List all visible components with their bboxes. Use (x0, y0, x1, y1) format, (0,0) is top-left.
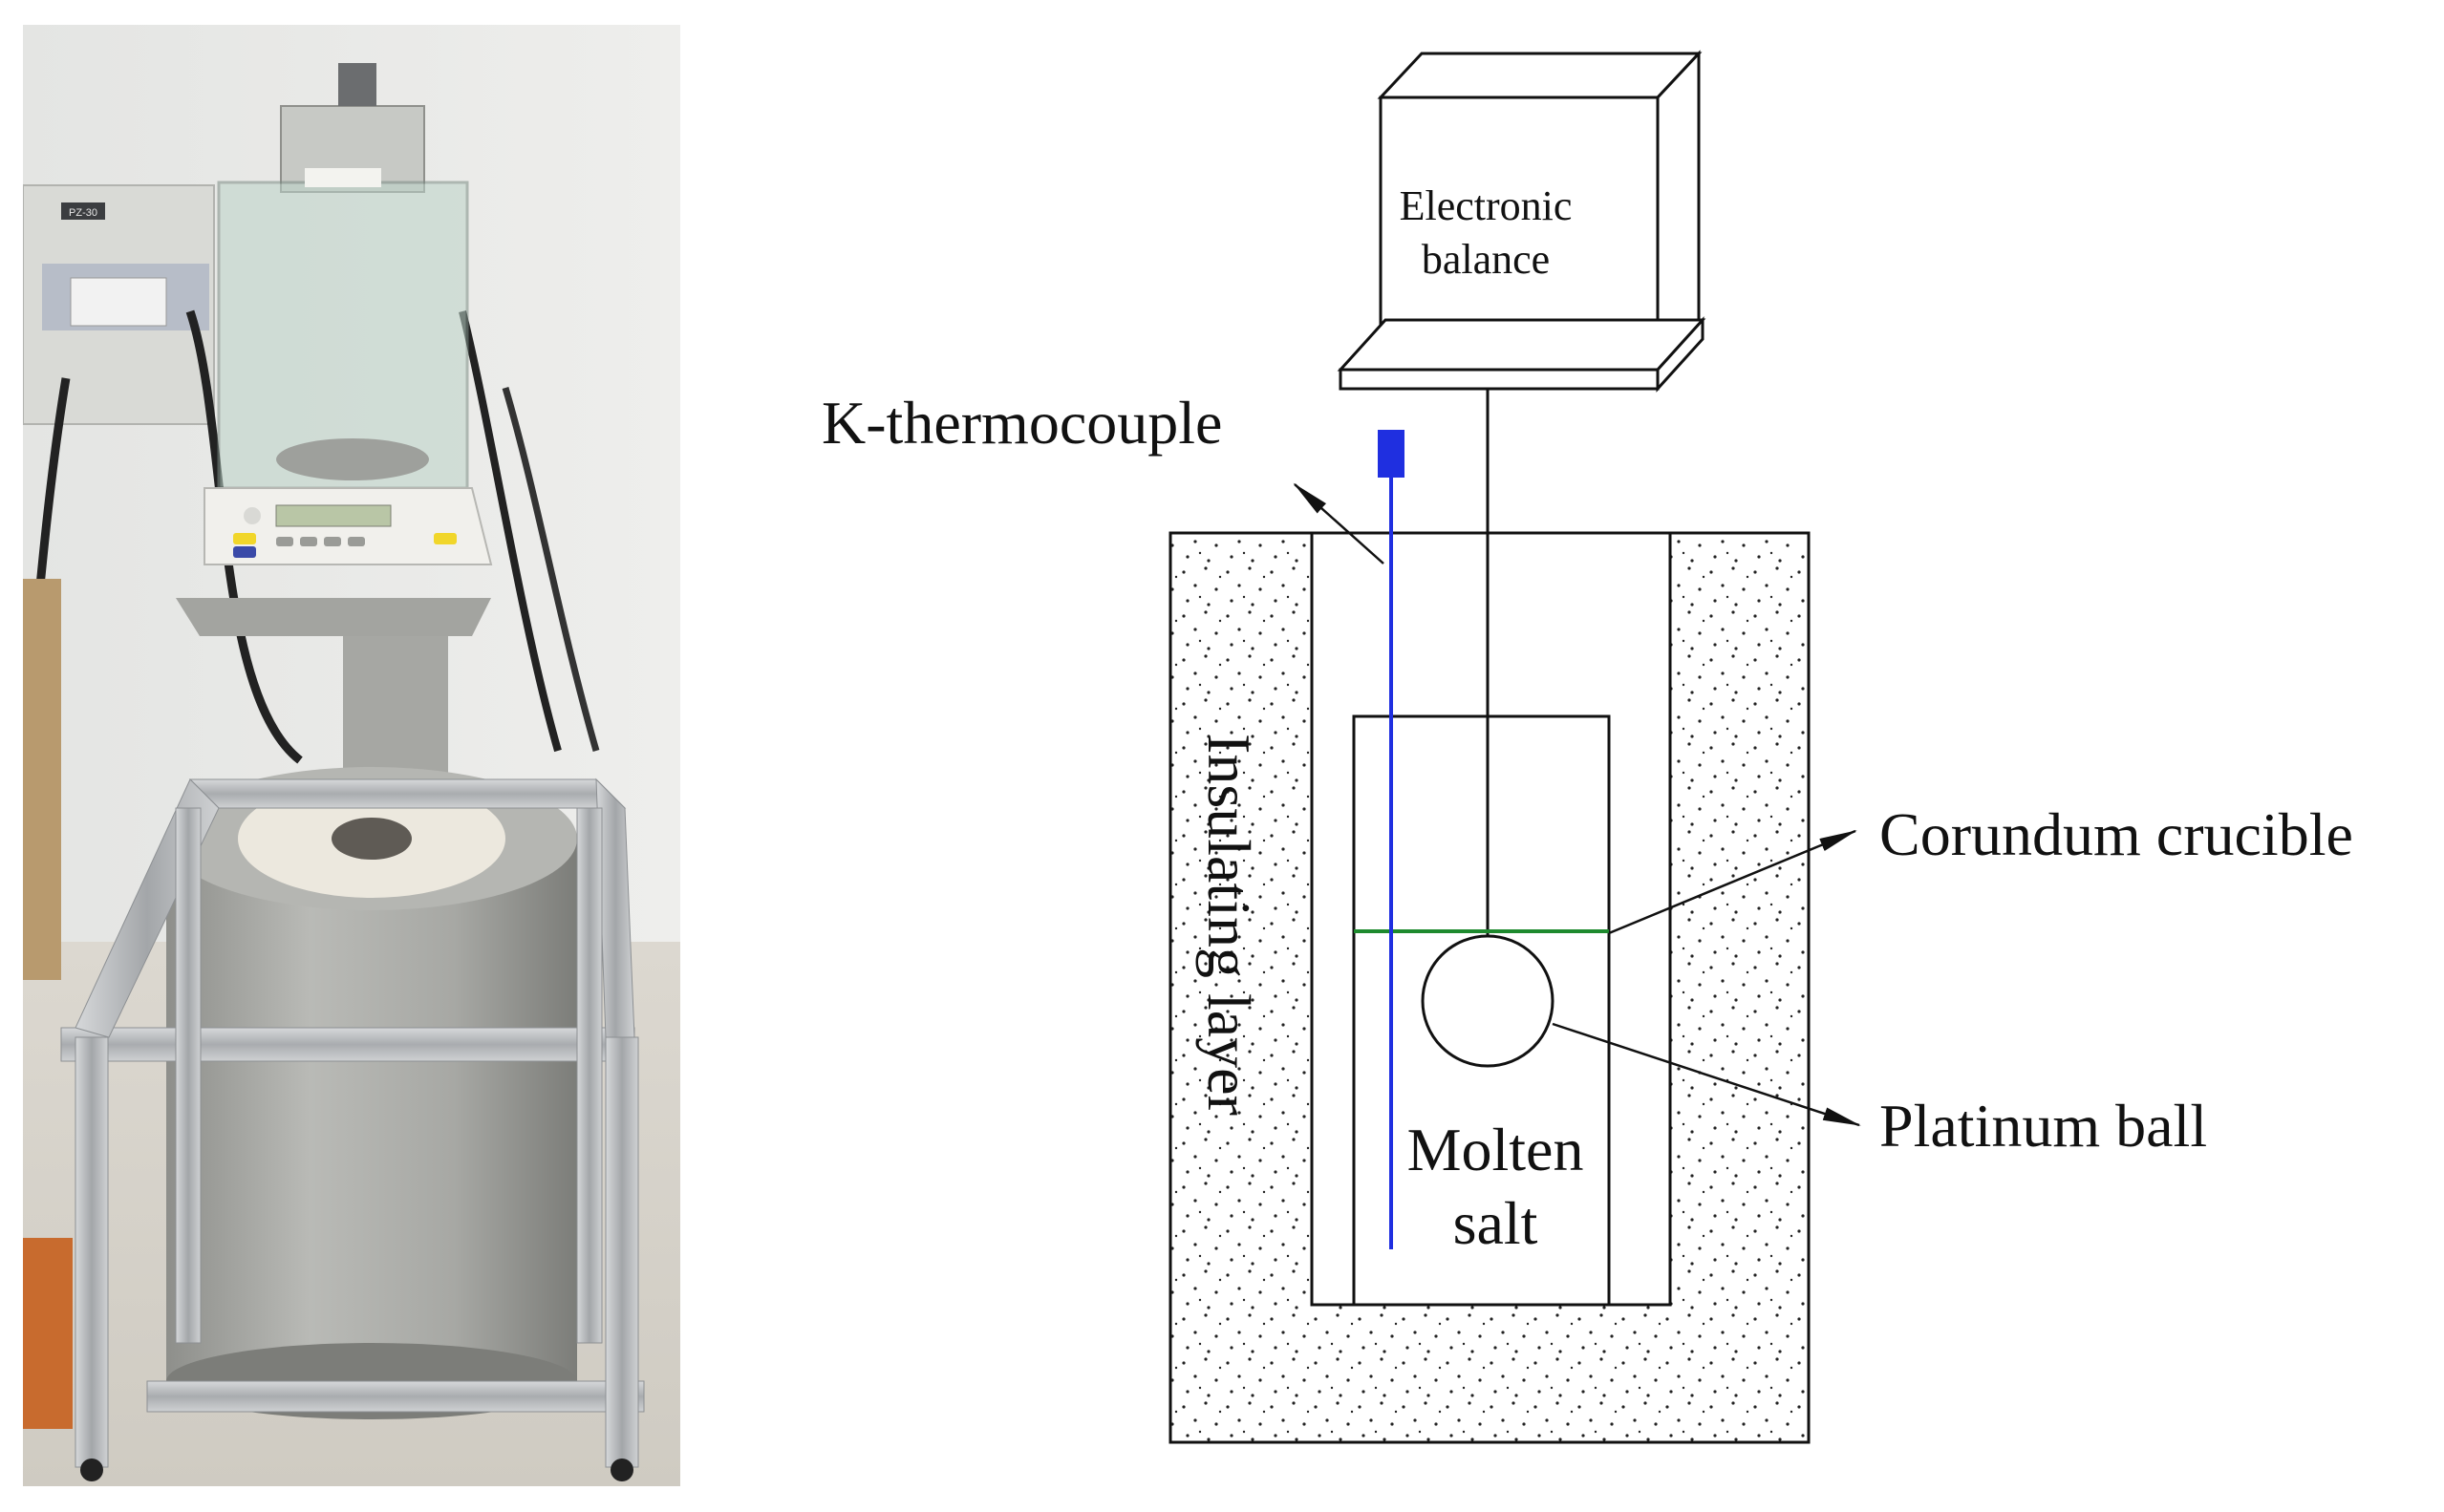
thermocouple-label: K-thermocouple (822, 389, 1222, 457)
balance-label-line2: balance (1422, 236, 1550, 283)
thermocouple-arrow (1293, 482, 1384, 564)
ball-label: Platinum ball (1879, 1092, 2207, 1160)
balance-display (275, 504, 392, 527)
crucible-arrow (1608, 829, 1857, 935)
frame-leg-left (75, 1036, 109, 1468)
panel-label: PZ-30 (69, 207, 97, 219)
ball-arrow (1552, 1022, 1861, 1127)
apparatus-photo-illustration: PZ-30 (23, 25, 680, 1486)
salt-label-line1: Molten (1407, 1116, 1584, 1183)
apparatus-photo: PZ-30 (23, 25, 680, 1486)
schematic-svg: Electronic balance K-thermocouple Corund… (822, 50, 2353, 1444)
frame-bar-top (60, 1027, 635, 1062)
frame-bar-bottom (146, 1380, 645, 1413)
thermocouple-head (1378, 430, 1404, 478)
electronic-balance (1337, 50, 1706, 393)
balance-label-line1: Electronic (1400, 182, 1573, 229)
salt-label-line2: salt (1453, 1189, 1538, 1257)
crucible-label: Corundum crucible (1879, 800, 2353, 868)
platinum-ball (1421, 934, 1554, 1068)
furnace-body (166, 837, 577, 1381)
schematic-diagram: Electronic balance K-thermocouple Corund… (783, 38, 2444, 1490)
insulating-label: Insulating layer (1195, 734, 1263, 1116)
frame-leg-right (605, 1036, 639, 1468)
